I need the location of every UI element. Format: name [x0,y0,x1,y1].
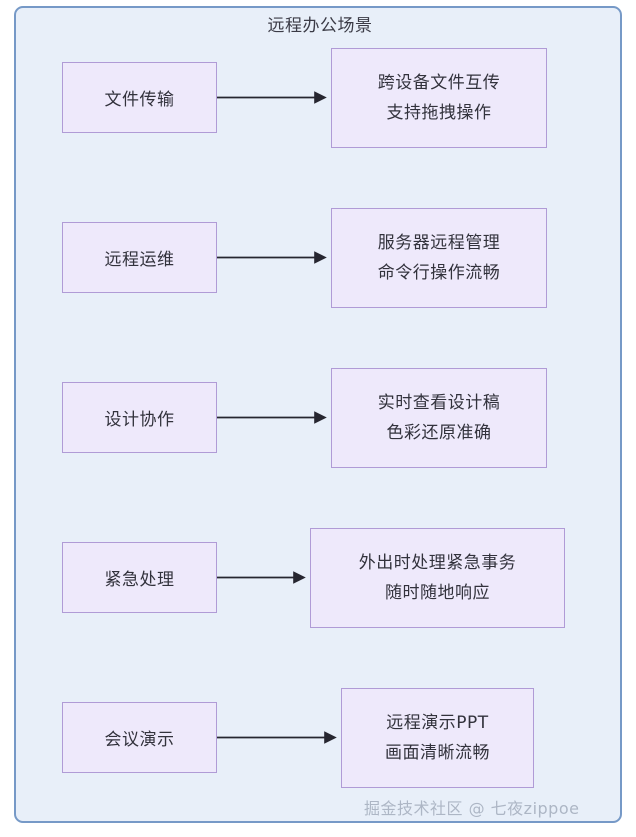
node-label-line-2: 命令行操作流畅 [377,263,501,283]
node-source-row-3[interactable]: 设计协作 [62,382,217,453]
node-label: 文件传输 [104,90,175,110]
node-label: 紧急处理 [104,570,175,590]
node-label-line-2: 画面清晰流畅 [385,743,490,763]
node-source-row-1[interactable]: 文件传输 [62,62,217,133]
node-label-line-2: 随时随地响应 [385,583,490,603]
node-source-row-2[interactable]: 远程运维 [62,222,217,293]
node-label-line-1: 跨设备文件互传 [377,73,501,93]
node-label-line-1: 实时查看设计稿 [377,393,501,413]
node-target-row-3[interactable]: 实时查看设计稿 色彩还原准确 [331,368,547,468]
node-target-row-1[interactable]: 跨设备文件互传 支持拖拽操作 [331,48,547,148]
node-source-row-5[interactable]: 会议演示 [62,702,217,773]
node-label-line-2: 色彩还原准确 [386,423,492,443]
diagram-title: 远程办公场景 [267,16,373,36]
node-label: 设计协作 [104,410,175,430]
node-source-row-4[interactable]: 紧急处理 [62,542,217,613]
node-label: 会议演示 [104,730,175,750]
node-target-row-4[interactable]: 外出时处理紧急事务 随时随地响应 [310,528,565,628]
node-label: 远程运维 [104,250,175,270]
node-target-row-5[interactable]: 远程演示PPT 画面清晰流畅 [341,688,534,788]
node-label-line-1: 远程演示PPT [386,713,489,733]
watermark: 掘金技术社区 @ 七夜zippoe [364,799,580,818]
node-label-line-2: 支持拖拽操作 [386,103,492,123]
node-label-line-1: 外出时处理紧急事务 [358,553,517,573]
node-label-line-1: 服务器远程管理 [377,233,501,253]
node-target-row-2[interactable]: 服务器远程管理 命令行操作流畅 [331,208,547,308]
